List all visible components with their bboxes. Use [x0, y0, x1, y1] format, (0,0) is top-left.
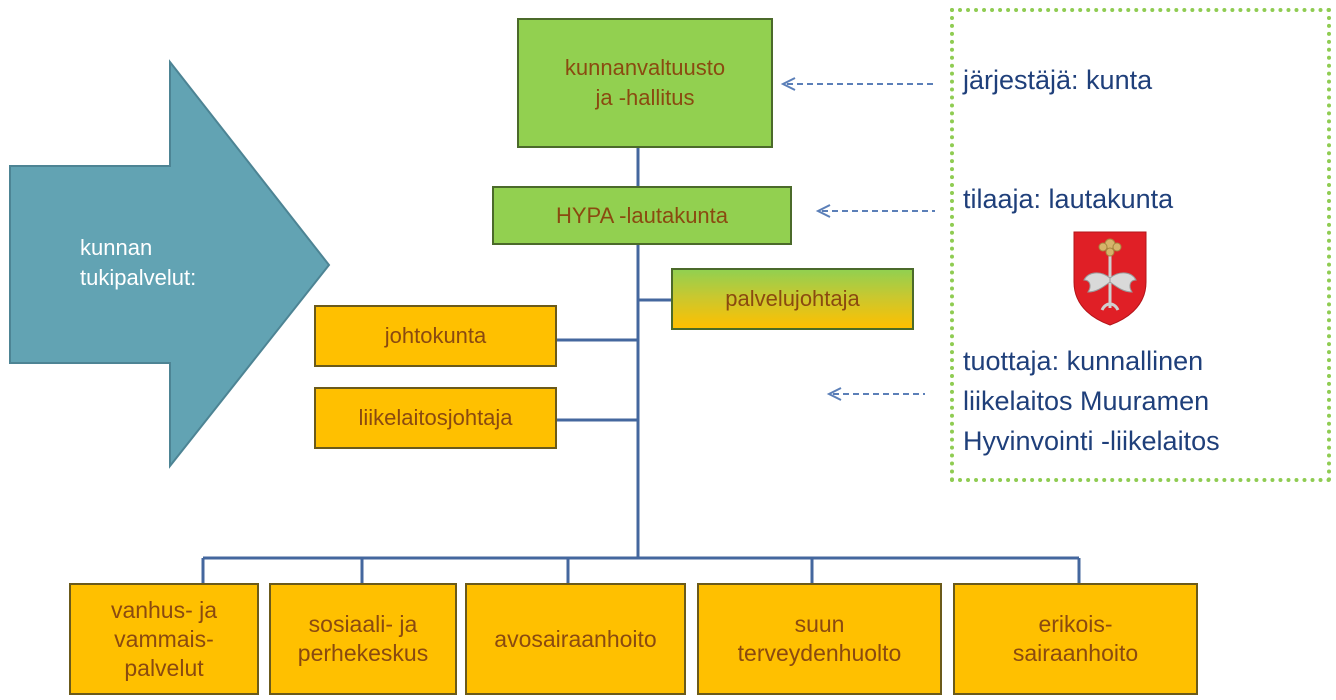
producer-label-line3: Hyvinvointi -liikelaitos — [963, 426, 1220, 456]
roles-frame — [950, 8, 1331, 482]
council-box: kunnanvaltuusto ja -hallitus — [517, 18, 773, 148]
unit-box-specialized: erikois- sairaanhoito — [953, 583, 1198, 695]
service-director-box: palvelujohtaja — [671, 268, 914, 330]
unit-box-dental: suun terveydenhuolto — [697, 583, 942, 695]
producer-label-line1: tuottaja: kunnallinen — [963, 346, 1204, 376]
organizer-label: järjestäjä: kunta — [963, 65, 1153, 95]
coat-of-arms-icon — [1073, 231, 1147, 326]
management-board-box: johtokunta — [314, 305, 557, 367]
hypa-board-box: HYPA -lautakunta — [492, 186, 792, 245]
unit-box-social-family: sosiaali- ja perhekeskus — [269, 583, 457, 695]
support-services-label: kunnan tukipalvelut: — [80, 235, 197, 290]
support-arrow-shape — [9, 59, 331, 469]
unit-box-outpatient: avosairaanhoito — [465, 583, 686, 695]
producer-label-line2: liikelaitos Muuramen — [963, 386, 1210, 416]
orderer-label: tilaaja: lautakunta — [963, 184, 1174, 214]
enterprise-director-box: liikelaitosjohtaja — [314, 387, 557, 449]
unit-box-elderly-disabled: vanhus- ja vammais- palvelut — [69, 583, 259, 695]
